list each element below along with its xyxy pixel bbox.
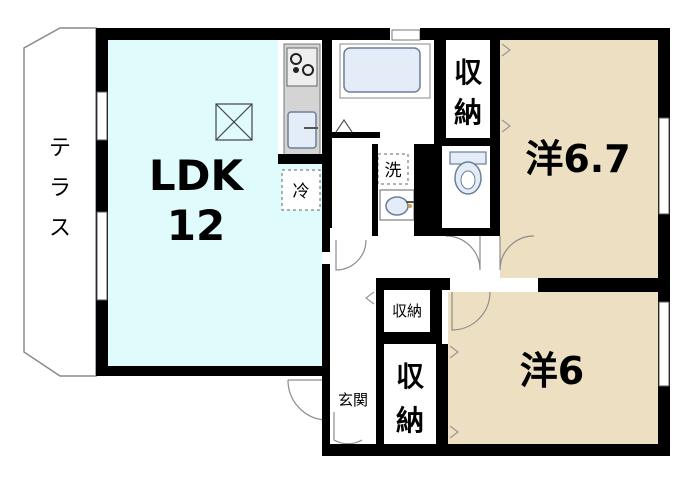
terrace-label-2: ラ [49,176,71,201]
storage-upper-label-2: 納 [454,96,482,129]
fridge-space [281,169,321,211]
storage-lower-label-1: 収 [396,360,425,393]
bedroom1-label: 洋6.7 [525,137,630,181]
bedroom1-floor [500,40,658,278]
door-swing [335,239,367,271]
burner-icon [290,53,302,65]
storage-hall-label: 収納 [392,302,422,320]
ldk-label: LDK [149,151,245,200]
bathtub [343,47,421,93]
ldk-size: 12 [167,201,225,250]
burner-icon [302,64,314,76]
door-swing [333,412,363,445]
bath-door-icon [335,118,353,133]
burner-icon [293,67,299,73]
ceiling-vent [215,103,253,141]
washer-space [377,153,409,185]
washer-label: 洗 [385,161,402,181]
sink [287,111,317,149]
closet-door-icon [501,119,511,133]
door-swing [451,291,491,331]
door-swing [499,235,535,271]
windows [96,91,670,387]
bedroom2-label: 洋6 [520,349,584,393]
closet-door-icon [501,43,511,57]
storage-upper-label-1: 収 [454,56,483,89]
bedroom2-floor [448,292,658,444]
closet-door-icon [449,345,459,359]
terrace-label: テ [49,136,71,161]
storage-lower-label-2: 納 [396,404,424,437]
terrace-outline [23,27,97,377]
entrance-door-swing [287,379,325,421]
door-swing [445,235,481,271]
fridge-label: 冷 [293,182,310,202]
terrace-label-3: ス [49,216,71,241]
entrance-label: 玄関 [338,391,368,409]
closet-door-icon [449,425,459,439]
bath-window [391,29,421,41]
closet-door-icon [365,291,375,305]
